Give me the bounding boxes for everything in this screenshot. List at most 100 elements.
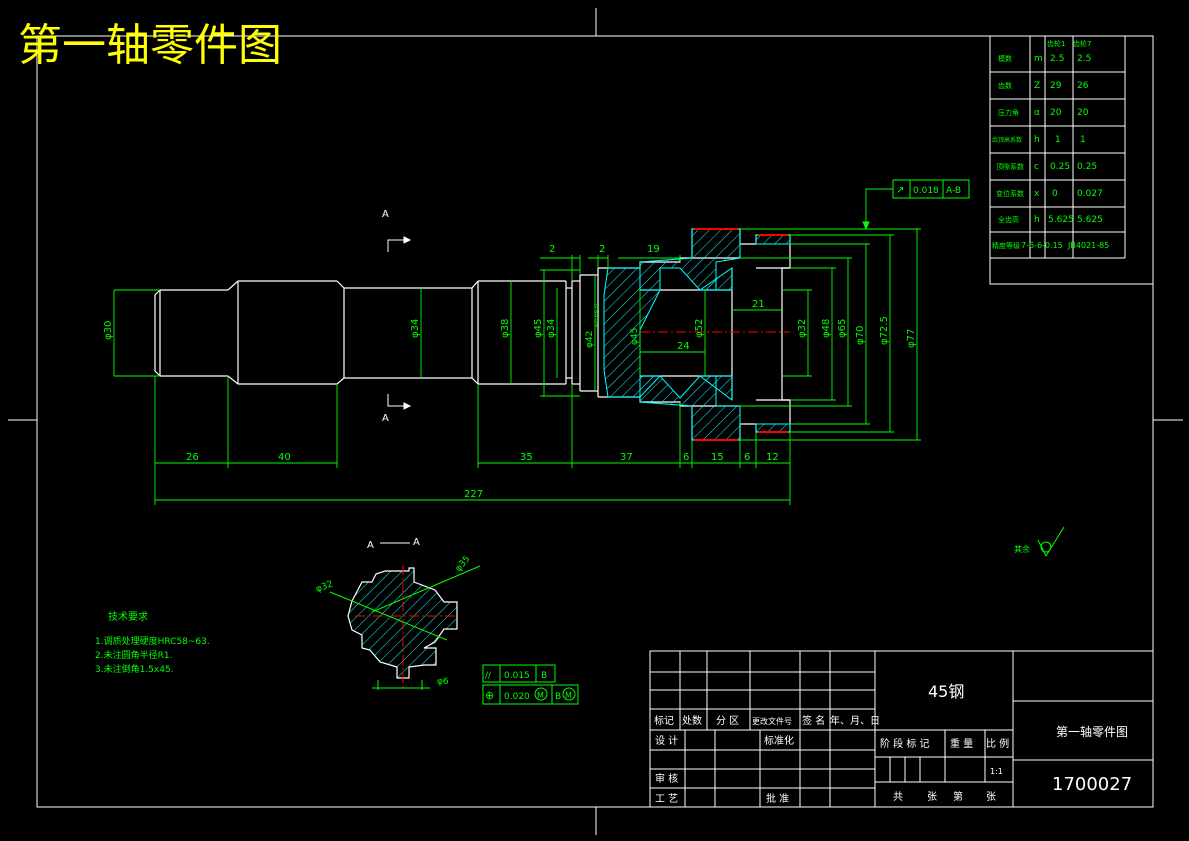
gear-r3-v1: 1 (1055, 135, 1061, 145)
spline-d35: φ35 (454, 554, 473, 574)
dim-b26: 26 (186, 452, 199, 463)
title-block (649, 650, 1154, 808)
dim-d725: φ72.5 (879, 316, 890, 345)
roughness-symbol (1037, 526, 1065, 558)
gear-r3-sym: h (1034, 135, 1040, 145)
dim-d42: φ42 (585, 331, 595, 348)
dim-d45: φ45 (533, 319, 544, 338)
parallel-tolerance-frame: // 0.015 B (482, 664, 556, 683)
tb-h-date: 年、月、日 (830, 714, 880, 727)
runout-symbol: ↗ (896, 185, 904, 196)
dim-d34b: φ34 (546, 319, 557, 338)
drawing-frame (8, 8, 1183, 835)
roughness-label: 其余 (1014, 544, 1030, 554)
dim-d34a: φ34 (410, 319, 421, 338)
section-hatching (603, 228, 791, 441)
tb-material: 45钢 (928, 682, 964, 701)
dimension-lines (113, 188, 921, 505)
runout-tolerance-frame: ↗ 0.018 A-B (892, 179, 970, 199)
gear-table (989, 35, 1154, 285)
gear-r5-sym: x (1034, 189, 1040, 199)
tb-h-fenqu: 分 区 (716, 715, 739, 727)
gear-r6-v2: 5.625 (1077, 215, 1103, 225)
section-a-bottom: A (382, 413, 389, 424)
drawing-title: 第一轴零件图 (18, 20, 282, 71)
dim-d45b: φ45 (630, 328, 640, 345)
gear-r0-v2: 2.5 (1077, 54, 1091, 64)
section-a-top: A (382, 209, 389, 220)
parallel-value: 0.015 (504, 671, 530, 681)
section-aa-left: A (367, 540, 374, 551)
tb-h-qianming: 签 名 (802, 714, 825, 727)
runout-datum: A-B (946, 186, 961, 196)
position-tolerance-frame: ⊕ 0.020 M B M (482, 684, 579, 705)
tb-shenhe: 审 核 (655, 772, 678, 785)
dim-total: 227 (464, 489, 483, 500)
gear-table-text: 齿轮1 齿轮7 模数 m 2.5 2.5 齿数 Z 29 26 压力角 α 20… (992, 39, 1109, 250)
tech-line-1: 1.调质处理硬度HRC58~63. (95, 635, 210, 647)
tech-line-3: 3.未注倒角1.5x45. (95, 663, 174, 675)
tb-gong: 共 (893, 791, 903, 803)
dim-d30: φ30 (103, 321, 114, 340)
title-block-text: 45钢 第一轴零件图 1700027 1:1 标记 处数 分 区 更改文件号 签… (654, 682, 1132, 805)
dim-d65: φ65 (837, 319, 848, 338)
gear-r2-sym: α (1034, 108, 1040, 118)
spline-d6: φ6 (437, 677, 449, 687)
dim-b12: 12 (766, 452, 779, 463)
gear-r4-v1: 0.25 (1050, 162, 1070, 172)
position-datum: B (555, 692, 561, 702)
tech-line-2: 2.未注圆角半径R1. (95, 649, 172, 661)
gear-r1-sym: Z (1034, 81, 1040, 91)
tb-zhang1: 张 (927, 791, 937, 803)
position-m1: M (537, 691, 544, 700)
gear-r1-name: 齿数 (998, 81, 1012, 90)
dim-top2b: 2 (599, 244, 605, 255)
dim-b40: 40 (278, 452, 291, 463)
dim-d70: φ70 (855, 326, 866, 345)
tb-h-biaoji: 标记 (654, 715, 674, 727)
tb-sheji: 设 计 (655, 734, 678, 747)
tech-requirements: 技术要求 1.调质处理硬度HRC58~63. 2.未注圆角半径R1. 3.未注倒… (95, 610, 210, 675)
gear-col2: 齿轮7 (1073, 39, 1091, 48)
tech-heading: 技术要求 (108, 610, 148, 623)
spline-section (329, 565, 481, 690)
gear-r2-v1: 20 (1050, 108, 1062, 118)
gear-r4-name: 顶隙系数 (996, 162, 1024, 171)
dim-top2a: 2 (549, 244, 555, 255)
gear-r7-v2: JB4021-85 (1067, 241, 1109, 250)
dim-b15: 15 (711, 452, 724, 463)
gear-r7-v1: 7-6-6-0.15 (1021, 241, 1063, 250)
tb-zhongliang: 重 量 (950, 737, 973, 750)
gear-r5-v2: 0.027 (1077, 189, 1103, 199)
tb-gongyi: 工 艺 (655, 793, 678, 805)
tb-bili: 比 例 (986, 737, 1009, 750)
gear-r5-name: 变位系数 (996, 189, 1024, 198)
gear-col1: 齿轮1 (1047, 39, 1065, 48)
gear-r2-v2: 20 (1077, 108, 1089, 118)
gear-r3-v2: 1 (1080, 135, 1086, 145)
tb-zhang2: 张 (986, 791, 996, 803)
dim-b6b: 6 (744, 452, 750, 463)
dim-b37: 37 (620, 452, 633, 463)
parallel-datum: B (541, 671, 547, 681)
tb-scale: 1:1 (990, 767, 1003, 776)
dim-w24: 24 (677, 341, 690, 352)
gear-r0-name: 模数 (998, 54, 1012, 63)
dim-b6a: 6 (683, 452, 689, 463)
runout-value: 0.018 (913, 186, 939, 196)
tb-di: 第 (953, 790, 963, 803)
gear-r6-name: 全齿高 (998, 215, 1019, 224)
dim-top19: 19 (647, 244, 660, 255)
gear-r3-name: 齿顶高系数 (992, 136, 1022, 144)
gear-r5-v1: 0 (1052, 189, 1058, 199)
tb-jieduan: 阶 段 标 记 (880, 737, 930, 750)
dimension-texts: φ30 φ34 φ38 φ45 φ34 φ42 +0.05 0 φ45 φ52 … (103, 244, 917, 500)
gear-r7-name: 精度等级 (992, 241, 1020, 250)
tb-h-chushu: 处数 (682, 714, 702, 727)
tb-pizhun: 批 准 (766, 792, 789, 805)
gear-r0-v1: 2.5 (1050, 54, 1064, 64)
tb-h-genggai: 更改文件号 (752, 716, 792, 726)
dim-d48: φ48 (821, 319, 832, 338)
gear-r6-v1: 5.625 (1048, 215, 1074, 225)
